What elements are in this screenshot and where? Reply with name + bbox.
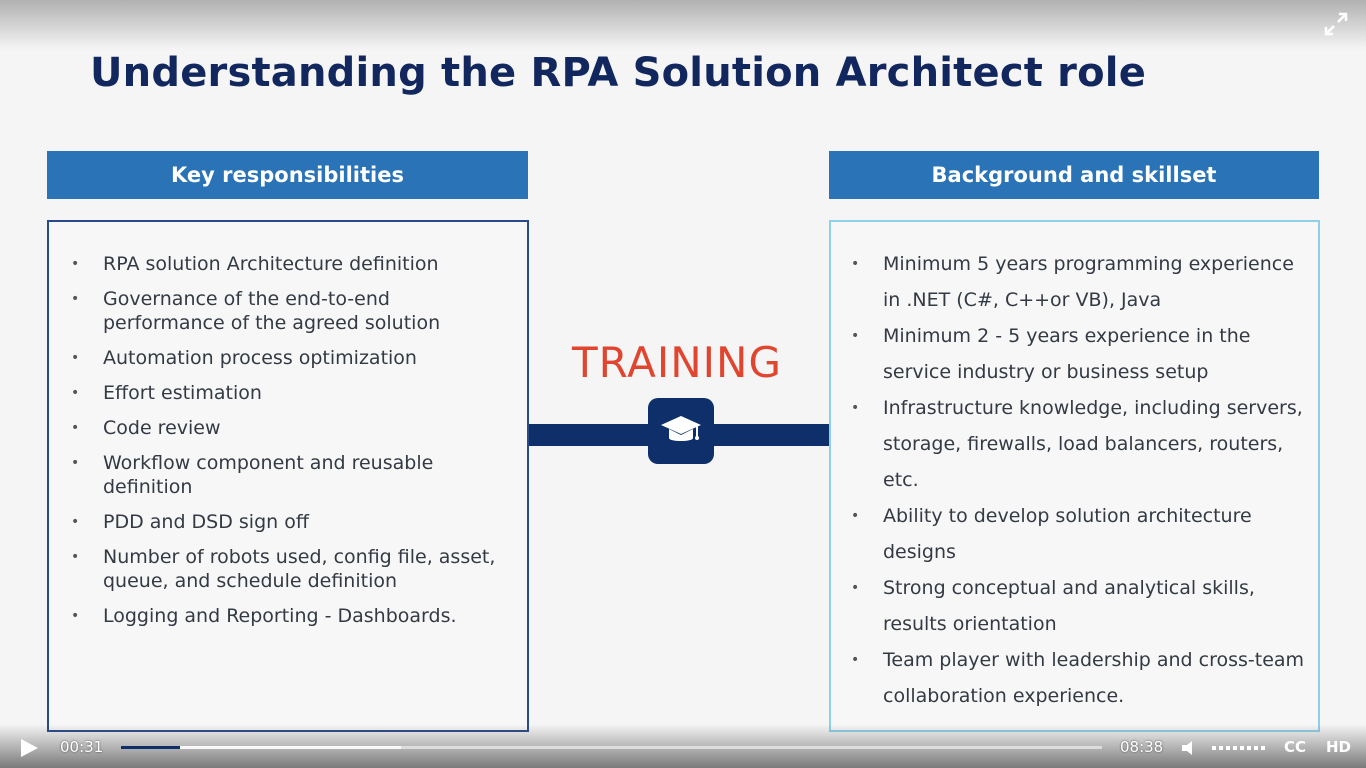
list-item: Infrastructure knowledge, including serv… [849,390,1306,498]
expand-icon[interactable] [1322,10,1350,38]
list-item: Strong conceptual and analytical skills,… [849,570,1306,642]
background-skillset-box: Minimum 5 years programming experience i… [829,220,1320,732]
key-responsibilities-box: RPA solution Architecture definition Gov… [47,220,529,732]
volume-level-segment [1261,746,1265,750]
volume-level-segment [1247,746,1251,750]
list-item: Automation process optimization [69,346,517,370]
list-item: Governance of the end-to-end performance… [69,287,517,335]
play-icon[interactable] [18,737,40,759]
captions-button[interactable]: CC [1284,738,1307,756]
responsibilities-list: RPA solution Architecture definition Gov… [69,252,517,639]
list-item: Workflow component and reusable definiti… [69,451,517,499]
progress-buffer [121,746,401,749]
list-item: Minimum 5 years programming experience i… [849,246,1306,318]
volume-level-segment [1233,746,1237,750]
volume-icon[interactable] [1180,738,1200,758]
volume-level-segment [1240,746,1244,750]
volume-level-segment [1254,746,1258,750]
skillset-list: Minimum 5 years programming experience i… [849,246,1306,714]
list-item: RPA solution Architecture definition [69,252,517,276]
graduation-cap-icon [661,416,701,441]
list-item: Number of robots used, config file, asse… [69,545,517,593]
quality-button[interactable]: HD [1326,738,1352,756]
progress-bar[interactable] [121,746,1102,749]
current-time: 00:31 [60,738,104,756]
list-item: Ability to develop solution architecture… [849,498,1306,570]
list-item: Minimum 2 - 5 years experience in the se… [849,318,1306,390]
total-time: 08:38 [1120,738,1164,756]
list-item: Logging and Reporting - Dashboards. [69,604,517,628]
training-badge [648,398,714,464]
progress-fill [121,746,180,749]
list-item: PDD and DSD sign off [69,510,517,534]
background-skillset-header: Background and skillset [829,151,1319,199]
top-shade [0,0,1366,50]
key-responsibilities-header: Key responsibilities [47,151,528,199]
volume-level-segment [1226,746,1230,750]
list-item: Code review [69,416,517,440]
volume-slider[interactable] [1212,746,1266,750]
volume-level-segment [1219,746,1223,750]
volume-level-segment [1212,746,1216,750]
slide-title: Understanding the RPA Solution Architect… [90,50,1147,96]
list-item: Effort estimation [69,381,517,405]
list-item: Team player with leadership and cross-te… [849,642,1306,714]
training-label: TRAINING [571,338,783,387]
